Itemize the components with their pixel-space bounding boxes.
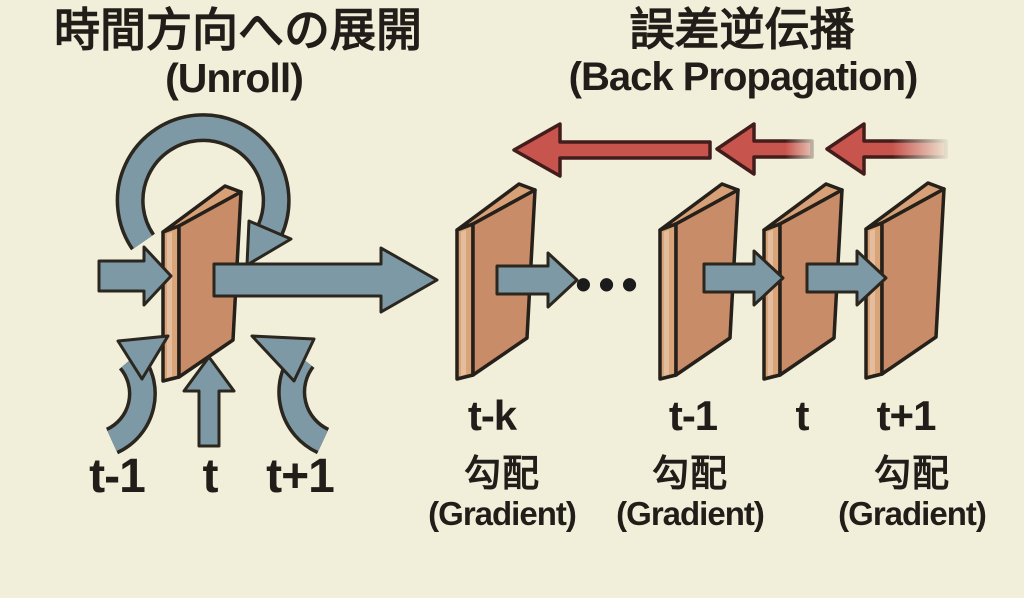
gradient-label-group-t-minus-k: 勾配 (Gradient)	[428, 452, 577, 533]
backprop-label-t-minus-k: t-k	[467, 392, 517, 439]
backprop-label-t-plus-1: t+1	[876, 392, 937, 439]
unroll-title-en: (Unroll)	[165, 55, 304, 101]
unroll-label-t-plus-1: t+1	[266, 450, 335, 503]
output-arrow-right	[212, 246, 439, 314]
backprop-title-en: (Back Propagation)	[568, 55, 919, 99]
gradient-label-en: (Gradient)	[428, 495, 577, 533]
recurrent-loop-arrow	[115, 113, 293, 267]
curved-arrow-t-minus-1	[105, 334, 170, 455]
gradient-label-ja: 勾配	[463, 453, 540, 494]
unroll-title-ja: 時間方向への展開	[54, 4, 422, 56]
gradient-label-group-t-minus-1: 勾配 (Gradient)	[616, 452, 765, 533]
input-arrow-up-t	[182, 355, 236, 448]
backprop-arrow-short	[825, 122, 948, 176]
gradient-label-en: (Gradient)	[838, 495, 987, 533]
backprop-arrow-long	[512, 122, 712, 178]
gradient-label-en: (Gradient)	[616, 495, 765, 533]
gradient-label-group-t-plus-1: 勾配 (Gradient)	[838, 452, 987, 533]
backprop-title-ja: 誤差逆伝播	[629, 4, 855, 55]
backprop-label-t: t	[795, 392, 810, 439]
backprop-label-t-minus-1: t-1	[668, 392, 718, 439]
arrow-t-minus-1-to-t	[702, 249, 785, 307]
curved-arrow-t-plus-1	[250, 334, 330, 455]
input-arrow-left	[97, 245, 173, 307]
arrow-t-to-t-plus-1	[805, 249, 888, 307]
backprop-arrow-middle	[715, 122, 814, 176]
arrow-t-minus-k-out	[495, 251, 579, 309]
ellipsis-dots: •••	[575, 258, 645, 310]
gradient-label-ja: 勾配	[651, 453, 728, 494]
unroll-label-t-minus-1: t-1	[89, 450, 146, 503]
gradient-label-ja: 勾配	[873, 453, 950, 494]
unroll-label-t: t	[202, 450, 219, 503]
